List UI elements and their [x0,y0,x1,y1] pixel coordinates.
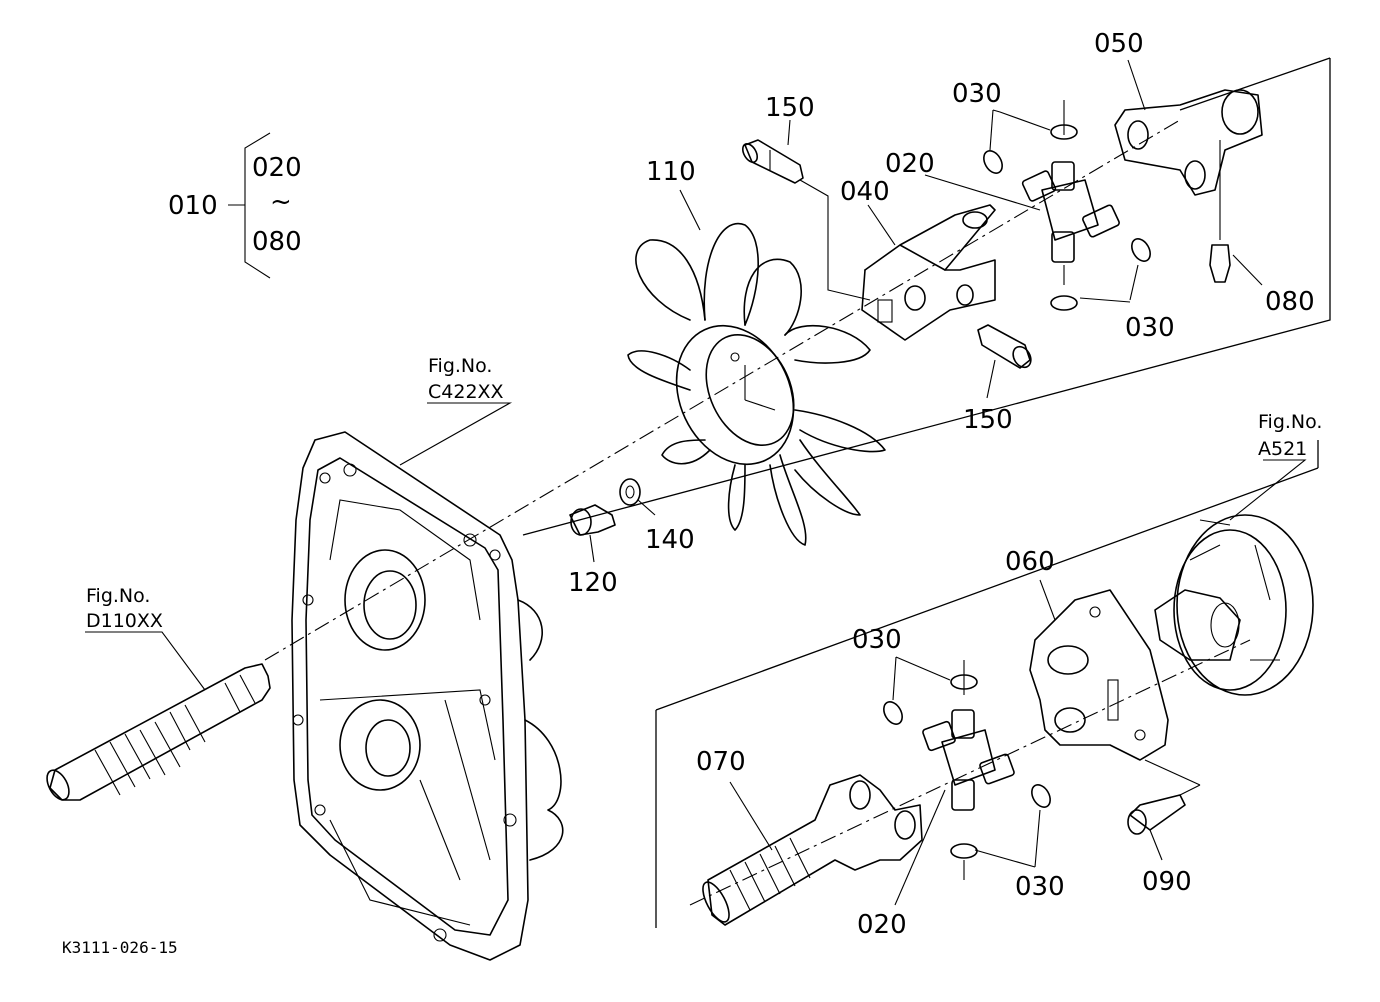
part-label-020: 020 [857,910,907,940]
lower-assembly-frame [655,440,1319,928]
group-range-separator: ~ [270,187,292,217]
lower-axis-line [689,639,1251,906]
bolt-120 [569,504,616,536]
universal-joint-020-top [1021,100,1120,285]
transmission-case [291,431,564,961]
fig-ref-code: A521 [1258,438,1307,460]
group-callout-010: 010 020 ~ 080 [168,132,302,279]
shaft-yoke-070 [702,774,923,926]
part-label-070: 070 [696,747,746,777]
part-label-050: 050 [1094,29,1144,59]
part-label-020: 020 [885,149,935,179]
coupling-flange-040 [861,204,996,341]
bolt-150-top [741,139,804,184]
fig-ref-code: D110XX [86,610,163,632]
part-label-090: 090 [1142,867,1192,897]
part-label-150: 150 [765,93,815,123]
part-number-labels: 050 030 150 020 110 040 080 030 150 120 … [568,29,1315,940]
leader-lines [85,59,1307,906]
part-label-120: 120 [568,568,618,598]
cooling-fan [627,222,886,546]
part-label-080: 080 [1265,287,1315,317]
part-label-140: 140 [645,525,695,555]
part-label-060: 060 [1005,547,1055,577]
part-label-030: 030 [952,79,1002,109]
universal-joint-020-bottom [922,660,1015,880]
part-label-030: 030 [852,625,902,655]
fig-ref-code: C422XX [428,381,504,403]
washer-140 [619,478,641,506]
upper-assembly-frame [522,57,1331,536]
fig-ref-prefix: Fig.No. [428,355,492,377]
input-shaft [46,663,271,801]
group-range-end: 080 [252,227,302,257]
part-label-110: 110 [646,157,696,187]
part-label-150: 150 [963,405,1013,435]
upper-axis-line [264,119,1181,661]
fig-ref-d110xx: Fig.No. D110XX [86,585,163,632]
drawing-code: K3111-026-15 [62,938,178,957]
fig-ref-a521: Fig.No. A521 [1258,411,1322,460]
fig-ref-c422xx: Fig.No. C422XX [428,355,504,403]
snap-rings-030-bottom [883,674,1051,859]
group-range-start: 020 [252,153,302,183]
flange-yoke-060 [1029,589,1169,761]
bolt-090 [1127,794,1186,835]
snap-rings-030-top [983,124,1151,311]
grease-nipple-080 [1209,140,1231,283]
part-label-030: 030 [1125,313,1175,343]
fig-ref-prefix: Fig.No. [86,585,150,607]
part-label-030: 030 [1015,872,1065,902]
group-main-number: 010 [168,191,218,221]
hub-a521 [1154,514,1314,696]
bolt-150-bottom [977,324,1032,369]
fig-ref-prefix: Fig.No. [1258,411,1322,433]
yoke-050 [1114,89,1263,196]
part-label-040: 040 [840,177,890,207]
